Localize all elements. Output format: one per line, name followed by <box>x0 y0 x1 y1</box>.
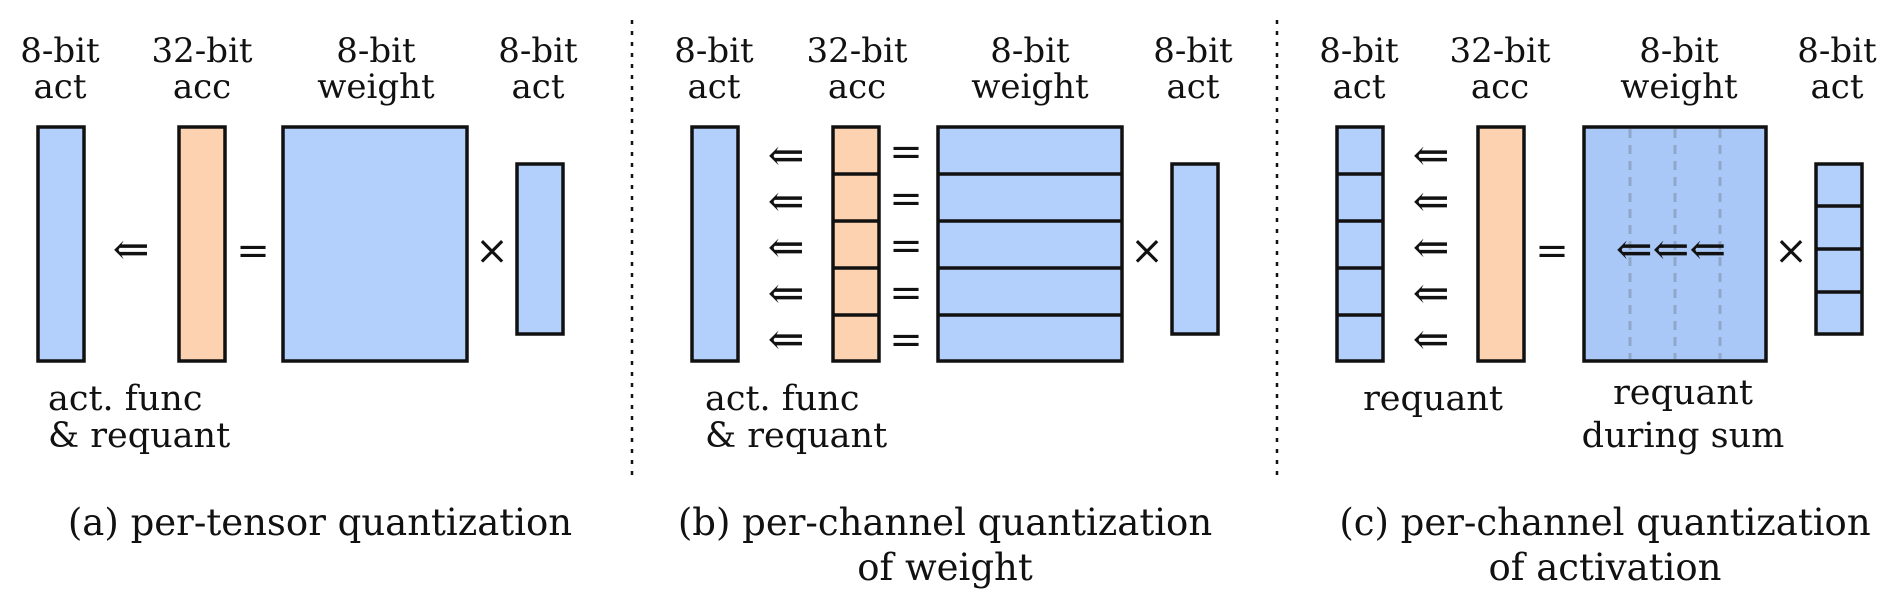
equals-sign: = <box>1535 228 1569 274</box>
equals-sign-3: = <box>889 223 923 269</box>
panel-b: 8-bit act 32-bit acc 8-bit weight 8-bit … <box>674 31 1233 589</box>
acc-block <box>177 125 227 363</box>
requant-arrow-4: ⇐ <box>1413 268 1450 319</box>
header-act-in-line1: 8-bit <box>1797 31 1877 71</box>
note-line1: act. func <box>48 379 202 419</box>
requant-arrow-1: ⇐ <box>1413 130 1450 181</box>
header-act-out-line2: act <box>688 67 741 107</box>
requant-arrow-3: ⇐ <box>768 222 805 273</box>
header-act-out-line2: act <box>34 67 87 107</box>
times-sign: × <box>1774 228 1808 274</box>
header-acc-line1: 32-bit <box>806 31 907 71</box>
act-out-block <box>690 125 740 363</box>
note-requant-sum-line2: during sum <box>1582 416 1785 456</box>
caption-b-line2: of weight <box>857 546 1033 589</box>
requant-arrow-2: ⇐ <box>768 176 805 227</box>
header-act-in-line2: act <box>512 67 565 107</box>
header-weight-line2: weight <box>971 67 1089 107</box>
times-sign: × <box>475 228 509 274</box>
panel-a: 8-bit act 32-bit acc 8-bit weight 8-bit … <box>20 31 578 544</box>
header-acc-line2: acc <box>1471 67 1529 107</box>
requant-arrow-3: ⇐ <box>1413 222 1450 273</box>
requant-arrow-4: ⇐ <box>768 268 805 319</box>
header-acc-line2: acc <box>828 67 886 107</box>
header-act-out-line1: 8-bit <box>674 31 754 71</box>
times-sign: × <box>1130 228 1164 274</box>
note-line2: & requant <box>705 416 887 456</box>
act-in-block <box>1170 162 1220 336</box>
caption-c-line2: of activation <box>1489 546 1722 589</box>
act-in-block <box>515 162 565 336</box>
note-requant-sum-line1: requant <box>1613 373 1753 413</box>
caption-c-line1: (c) per-channel quantization <box>1339 501 1870 544</box>
note-line1: act. func <box>705 379 859 419</box>
header-weight-line1: 8-bit <box>1639 31 1719 71</box>
header-weight-line2: weight <box>1620 67 1738 107</box>
requant-arrow-5: ⇐ <box>1413 314 1450 365</box>
equals-sign-4: = <box>889 270 923 316</box>
header-weight-line1: 8-bit <box>336 31 416 71</box>
requant-arrow: ⇐ <box>113 224 150 275</box>
acc-block <box>1476 125 1526 363</box>
header-act-in-line1: 8-bit <box>498 31 578 71</box>
weight-block <box>281 125 469 363</box>
caption-b-line1: (b) per-channel quantization <box>678 501 1212 544</box>
requant-arrow-1: ⇐ <box>768 130 805 181</box>
header-weight-line1: 8-bit <box>990 31 1070 71</box>
header-act-out-line2: act <box>1333 67 1386 107</box>
requant-arrow-5: ⇐ <box>768 314 805 365</box>
header-act-in-line1: 8-bit <box>1153 31 1233 71</box>
sum-requant-arrows: ⇐⇐⇐ <box>1616 224 1727 275</box>
header-acc-line1: 32-bit <box>151 31 252 71</box>
acc-block <box>831 125 881 363</box>
equals-sign-1: = <box>889 129 923 175</box>
header-acc-line2: acc <box>173 67 231 107</box>
header-act-out-line1: 8-bit <box>1319 31 1399 71</box>
equals-sign-5: = <box>889 317 923 363</box>
panel-c: 8-bit act 32-bit acc 8-bit weight 8-bit … <box>1319 31 1877 589</box>
header-acc-line1: 32-bit <box>1449 31 1550 71</box>
weight-block <box>936 125 1124 363</box>
equals-sign: = <box>236 228 270 274</box>
requant-arrow-2: ⇐ <box>1413 176 1450 227</box>
act-out-block <box>36 125 86 363</box>
note-requant: requant <box>1363 379 1503 419</box>
header-act-in-line2: act <box>1811 67 1864 107</box>
caption-a: (a) per-tensor quantization <box>68 501 572 544</box>
header-act-in-line2: act <box>1167 67 1220 107</box>
equals-sign-2: = <box>889 176 923 222</box>
note-line2: & requant <box>48 416 230 456</box>
header-act-out-line1: 8-bit <box>20 31 100 71</box>
header-weight-line2: weight <box>317 67 435 107</box>
act-out-block <box>1335 125 1385 363</box>
